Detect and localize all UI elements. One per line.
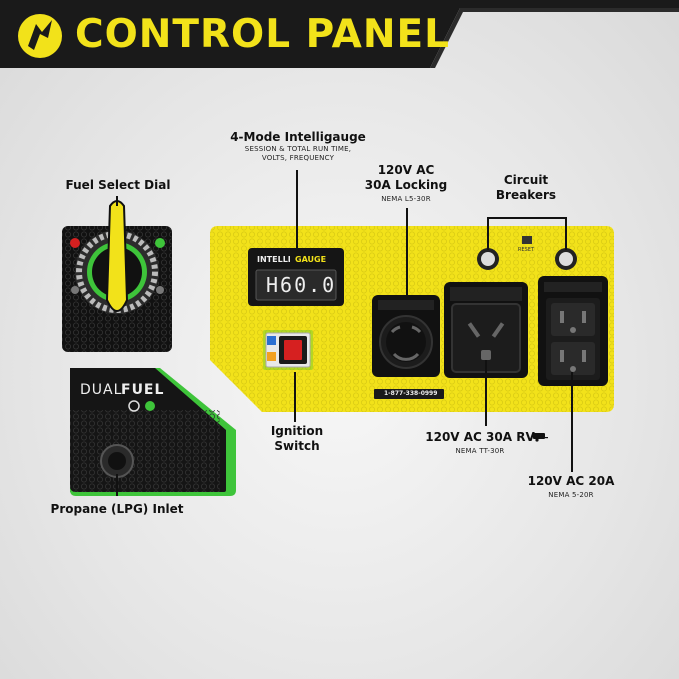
propane-inlet-fitting[interactable]: [100, 444, 134, 478]
circuit-breaker-right[interactable]: [555, 248, 577, 270]
leader-propane: [116, 474, 118, 496]
label-fuel-select-dial: Fuel Select Dial: [65, 178, 171, 192]
rv-outlet-tt-30r: [444, 282, 528, 378]
leader-breaker-join: [487, 217, 567, 219]
gauge-brand-left: INTELLI: [257, 255, 291, 264]
leader-locking: [406, 208, 408, 296]
label-20a-outlet: 120V AC 20A NEMA 5-20R: [527, 474, 615, 499]
duplex-outlet-5-20r: [538, 276, 608, 386]
label-locking-outlet: 120V AC 30A Locking NEMA L5-30R: [364, 163, 448, 203]
header-banner: [0, 0, 679, 68]
leader-breaker-right: [565, 218, 567, 250]
label-rv-outlet: 120V AC 30A RV NEMA TT-30R: [425, 430, 535, 455]
dual-fuel-left: DUAL: [80, 382, 123, 398]
page-title: CONTROL PANEL: [75, 12, 450, 57]
reset-label: RESET: [518, 247, 535, 253]
fuel-select-dial[interactable]: [62, 200, 172, 352]
circuit-breaker-left[interactable]: [477, 248, 499, 270]
support-phone-label: [374, 389, 444, 399]
dual-fuel-right: FUEL: [121, 382, 165, 398]
support-phone: 1-877-338-0999: [384, 390, 438, 397]
leader-fuel-dial: [116, 196, 118, 206]
ignition-switch[interactable]: [263, 330, 313, 370]
gauge-brand-right: GAUGE: [295, 255, 327, 264]
label-intelligauge: 4-Mode Intelligauge SESSION & TOTAL RUN …: [230, 130, 366, 162]
leader-ac20: [571, 372, 573, 472]
intelligauge-display: [248, 248, 344, 306]
leader-rv: [485, 360, 487, 426]
brand-logo-icon: [18, 14, 62, 58]
locking-outlet-l5-30r: [372, 295, 440, 377]
rv-trailer-icon: [533, 433, 548, 442]
label-ignition-switch: Ignition Switch: [270, 424, 324, 453]
label-propane-inlet: Propane (LPG) Inlet: [50, 502, 184, 516]
label-circuit-breakers: Circuit Breakers: [495, 173, 557, 202]
leader-ignition: [294, 372, 296, 422]
gauge-display-value: H60.0: [266, 273, 337, 297]
leader-intelligauge: [296, 170, 298, 248]
leader-breaker-left: [487, 218, 489, 250]
reset-icon: [522, 236, 532, 244]
